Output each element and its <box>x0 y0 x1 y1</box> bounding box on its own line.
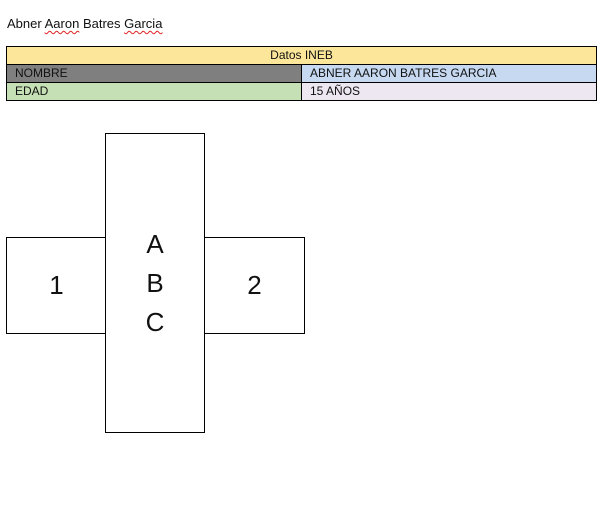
left-box-label: 1 <box>49 270 64 300</box>
left-box: 1 <box>6 237 107 334</box>
table-cell-edad-label: EDAD <box>6 82 302 101</box>
right-box-label: 2 <box>247 270 262 300</box>
table-cell-nombre-value: ABNER AARON BATRES GARCIA <box>300 64 598 83</box>
info-table: Datos INEB NOMBRE ABNER AARON BATRES GAR… <box>5 46 598 101</box>
table-cell-nombre-label: NOMBRE <box>6 64 302 83</box>
center-box: A B C <box>105 133 205 433</box>
title-word-middle-name: Aaron <box>44 16 80 31</box>
table-row: EDAD 15 AÑOS <box>6 82 598 101</box>
right-box: 2 <box>204 237 305 334</box>
table-header-cell: Datos INEB <box>5 46 598 65</box>
title-word-last-name: Batres <box>82 16 121 31</box>
table-row: NOMBRE ABNER AARON BATRES GARCIA <box>6 64 598 83</box>
table-cell-edad-value: 15 AÑOS <box>300 82 598 101</box>
center-letter-b: B <box>146 267 164 298</box>
table-header-row: Datos INEB <box>5 46 598 65</box>
center-letter-c: C <box>145 306 165 337</box>
document-title: Abner Aaron Batres Garcia <box>7 15 162 33</box>
title-word-first-name: Abner <box>7 16 42 31</box>
title-word-second-last-name: Garcia <box>124 16 163 31</box>
center-letter-a: A <box>146 228 164 259</box>
